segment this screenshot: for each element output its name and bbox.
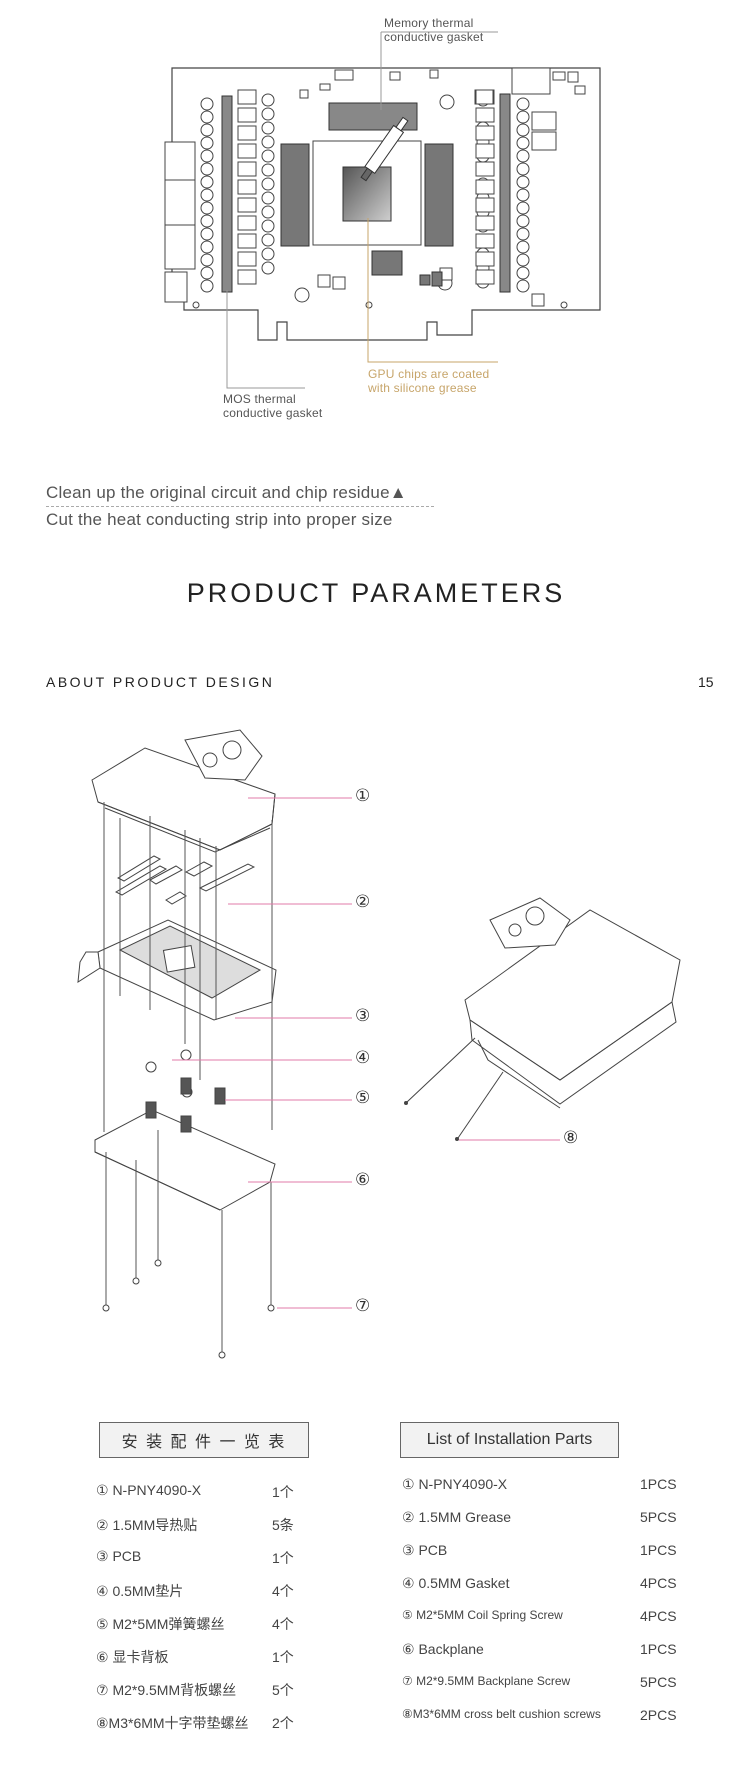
parts-en-qty: 2PCS xyxy=(640,1707,677,1723)
diagram-marker-8: ⑧ xyxy=(563,1128,579,1147)
parts-list-cn-header: 安 装 配 件 一 览 表 xyxy=(99,1422,309,1458)
parts-en-qty: 4PCS xyxy=(640,1575,677,1591)
parts-cn-name: ⑤ M2*5MM弹簧螺丝 xyxy=(96,1616,225,1632)
parts-en-row: ② 1.5MM Grease 5PCS xyxy=(402,1509,684,1526)
parts-en-row: ④ 0.5MM Gasket 4PCS xyxy=(402,1575,684,1592)
parts-cn-qty: 4个 xyxy=(272,1616,294,1632)
parts-en-qty: 5PCS xyxy=(640,1674,677,1690)
section-label: ABOUT PRODUCT DESIGN xyxy=(46,674,275,690)
parts-en-row: ① N-PNY4090-X 1PCS xyxy=(402,1476,684,1493)
diagram-marker-7: ⑦ xyxy=(355,1296,371,1315)
parts-cn-name: ④ 0.5MM垫片 xyxy=(96,1583,184,1599)
parts-cn-qty: 1个 xyxy=(272,1550,294,1566)
diagram-marker-4: ④ xyxy=(355,1048,371,1067)
parts-en-row: ⑧M3*6MM cross belt cushion screws 2PCS xyxy=(402,1707,684,1723)
diagram-marker-5: ⑤ xyxy=(355,1088,371,1107)
parts-cn-name: ② 1.5MM导热贴 xyxy=(96,1517,198,1533)
pcb-diagram xyxy=(164,31,601,389)
parts-cn-qty: 4个 xyxy=(272,1583,294,1599)
callout-mos-line2: conductive gasket xyxy=(223,406,323,420)
parts-cn-row: ⑥ 显卡背板 1个 xyxy=(96,1647,316,1667)
parts-en-name: ① N-PNY4090-X xyxy=(402,1476,508,1492)
parts-en-qty: 1PCS xyxy=(640,1641,677,1657)
parts-en-name: ② 1.5MM Grease xyxy=(402,1509,512,1525)
callout-memory-gasket: Memory thermal conductive gasket xyxy=(384,16,483,44)
parts-cn-qty: 5个 xyxy=(272,1682,294,1698)
parts-en-qty: 1PCS xyxy=(640,1476,677,1492)
parts-cn-row: ③ PCB 1个 xyxy=(96,1548,316,1568)
parts-cn-row: ④ 0.5MM垫片 4个 xyxy=(96,1581,316,1601)
callout-memory-line1: Memory thermal xyxy=(384,16,474,30)
parts-list-en-header: List of Installation Parts xyxy=(400,1422,619,1458)
parts-en-name: ⑦ M2*9.5MM Backplane Screw xyxy=(402,1674,571,1688)
parts-en-row: ⑥ Backplane 1PCS xyxy=(402,1641,684,1658)
cleanup-divider xyxy=(46,506,434,507)
diagram-marker-2: ② xyxy=(355,892,371,911)
diagram-marker-1: ① xyxy=(355,786,371,805)
callout-gpu-line2: with silicone grease xyxy=(368,381,477,395)
parts-en-row: ⑦ M2*9.5MM Backplane Screw 5PCS xyxy=(402,1674,684,1690)
page-number: 15 xyxy=(698,674,714,690)
parts-cn-qty: 2个 xyxy=(272,1715,294,1731)
parts-cn-name: ⑧M3*6MM十字带垫螺丝 xyxy=(96,1715,249,1731)
parts-cn-row: ⑧M3*6MM十字带垫螺丝 2个 xyxy=(96,1713,316,1733)
parts-cn-name: ⑦ M2*9.5MM背板螺丝 xyxy=(96,1682,237,1698)
parts-cn-name: ① N-PNY4090-X xyxy=(96,1482,202,1498)
parts-en-name: ⑤ M2*5MM Coil Spring Screw xyxy=(402,1608,563,1622)
page-title: PRODUCT PARAMETERS xyxy=(186,578,566,608)
diagram-marker-6: ⑥ xyxy=(355,1170,371,1189)
parts-en-qty: 1PCS xyxy=(640,1542,677,1558)
parts-en-qty: 4PCS xyxy=(640,1608,677,1624)
parts-cn-qty: 1个 xyxy=(272,1649,294,1665)
parts-cn-name: ③ PCB xyxy=(96,1548,142,1564)
parts-cn-qty: 1个 xyxy=(272,1484,294,1500)
parts-cn-row: ① N-PNY4090-X 1个 xyxy=(96,1482,316,1502)
parts-cn-qty: 5条 xyxy=(272,1517,294,1533)
parts-en-name: ⑧M3*6MM cross belt cushion screws xyxy=(402,1707,601,1721)
callout-mos-line1: MOS thermal xyxy=(223,392,296,406)
parts-en-name: ④ 0.5MM Gasket xyxy=(402,1575,510,1591)
exploded-view-diagram xyxy=(77,729,681,1359)
cleanup-line-2: Cut the heat conducting strip into prope… xyxy=(46,510,393,529)
parts-en-row: ⑤ M2*5MM Coil Spring Screw 4PCS xyxy=(402,1608,684,1624)
parts-cn-name: ⑥ 显卡背板 xyxy=(96,1649,169,1665)
callout-mos-gasket: MOS thermal conductive gasket xyxy=(223,392,322,420)
parts-en-name: ⑥ Backplane xyxy=(402,1641,484,1657)
parts-cn-row: ⑦ M2*9.5MM背板螺丝 5个 xyxy=(96,1680,316,1700)
parts-cn-row: ② 1.5MM导热贴 5条 xyxy=(96,1515,316,1535)
diagram-marker-3: ③ xyxy=(355,1006,371,1025)
parts-en-row: ③ PCB 1PCS xyxy=(402,1542,684,1559)
cleanup-line-1: Clean up the original circuit and chip r… xyxy=(46,483,407,502)
callout-gpu-line1: GPU chips are coated xyxy=(368,367,490,381)
callout-gpu-grease: GPU chips are coated with silicone greas… xyxy=(368,367,489,395)
callout-memory-line2: conductive gasket xyxy=(384,30,484,44)
parts-en-qty: 5PCS xyxy=(640,1509,677,1525)
parts-en-name: ③ PCB xyxy=(402,1542,448,1558)
parts-cn-row: ⑤ M2*5MM弹簧螺丝 4个 xyxy=(96,1614,316,1634)
